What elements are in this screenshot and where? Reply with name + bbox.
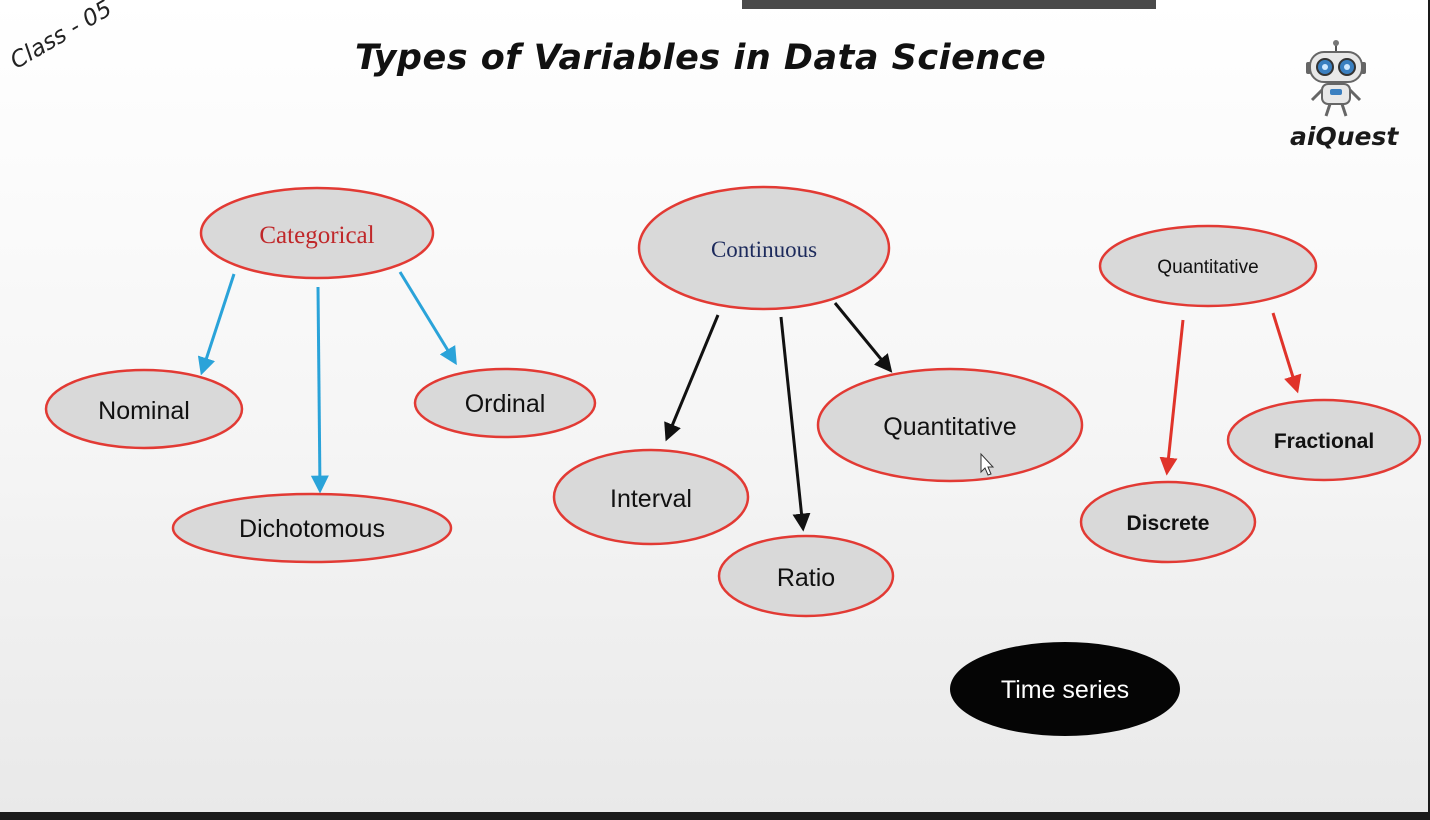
player-bottom-bar: [0, 812, 1430, 820]
node-fractional-label: Fractional: [1274, 430, 1374, 453]
node-discrete: Discrete: [1079, 480, 1257, 564]
node-dichotomous-label: Dichotomous: [239, 515, 385, 543]
brand-name: aiQuest: [1290, 122, 1399, 151]
arrow-categorical-ordinal: [398, 271, 457, 366]
node-ordinal: Ordinal: [413, 367, 597, 439]
node-discrete-label: Discrete: [1127, 512, 1210, 535]
node-categorical: Categorical: [199, 186, 435, 280]
arrow-categorical-nominal: [197, 273, 236, 376]
node-nominal-label: Nominal: [98, 397, 190, 425]
arrow-quantitative-discrete: [1159, 319, 1185, 476]
node-time-series: Time series: [950, 642, 1180, 736]
node-dichotomous: Dichotomous: [171, 492, 453, 564]
arrow-categorical-dichotomous: [310, 286, 329, 494]
node-continuous-label: Continuous: [711, 237, 817, 262]
arrow-quantitative-fractional: [1271, 312, 1302, 394]
node-quantitative-label: Quantitative: [1157, 257, 1258, 278]
node-quantitative: Quantitative: [1098, 224, 1318, 308]
robot-logo-icon: [1306, 40, 1366, 117]
video-progress-bar[interactable]: [742, 0, 1156, 9]
node-ordinal-label: Ordinal: [465, 390, 546, 418]
node-ratio-label: Ratio: [777, 564, 835, 592]
node-continuous-quantitative-label: Quantitative: [883, 413, 1016, 441]
node-time-series-label: Time series: [1001, 676, 1129, 704]
arrow-continuous-ratio: [779, 316, 811, 532]
node-continuous-quantitative: Quantitative: [816, 367, 1084, 483]
node-ratio: Ratio: [717, 534, 895, 618]
node-continuous: Continuous: [637, 185, 891, 311]
arrow-continuous-interval: [664, 314, 720, 442]
arrow-continuous-quantitative: [833, 302, 893, 373]
node-interval-label: Interval: [610, 485, 692, 513]
node-nominal: Nominal: [44, 368, 244, 450]
slide-title: Types of Variables in Data Science: [355, 38, 1047, 78]
node-fractional: Fractional: [1226, 398, 1422, 482]
node-interval: Interval: [552, 448, 750, 546]
mouse-cursor-icon: [980, 452, 995, 476]
node-categorical-label: Categorical: [259, 222, 374, 249]
